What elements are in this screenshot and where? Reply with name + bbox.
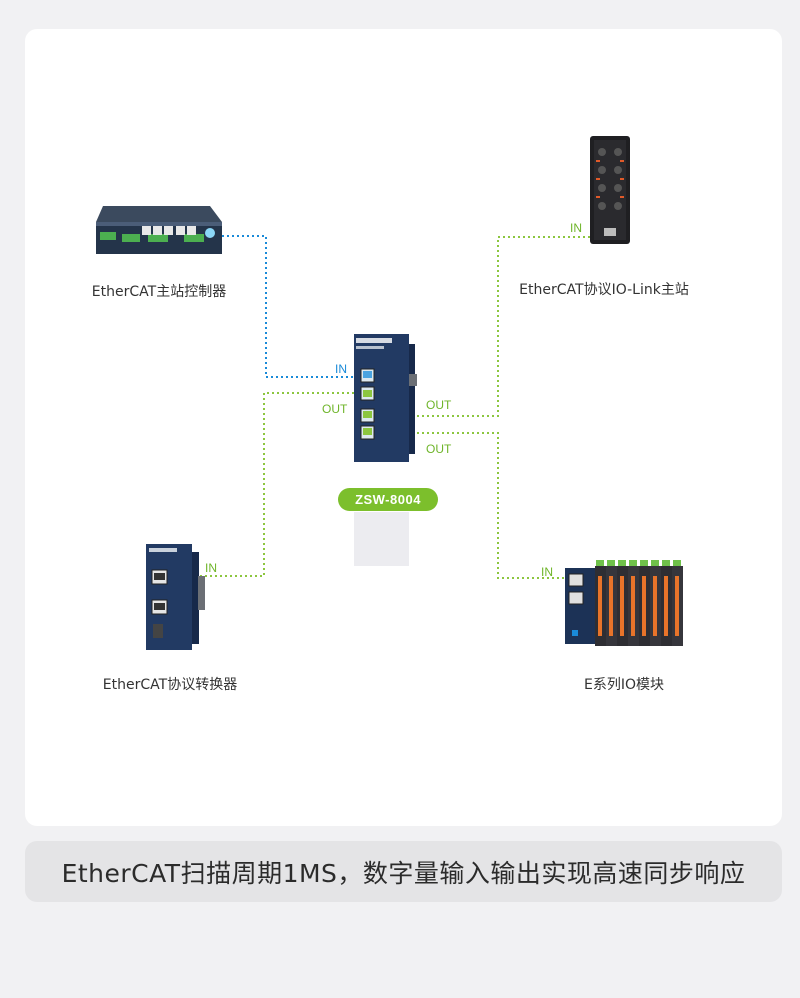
caption-bar: EtherCAT扫描周期1MS，数字量输入输出实现高速同步响应 (25, 841, 782, 902)
protocol-converter-device (146, 544, 205, 650)
iolink-in-port-label: IN (570, 221, 582, 235)
e-series-io-module-device (565, 560, 683, 646)
caption-text: EtherCAT扫描周期1MS，数字量输入输出实现高速同步响应 (61, 858, 746, 888)
switch-in-port-label: IN (335, 362, 347, 376)
master-controller-label: EtherCAT主站控制器 (91, 284, 227, 300)
switch-out-right1-port-label: OUT (426, 398, 452, 412)
link-master-to-switch (222, 235, 362, 378)
switch-model-badge: ZSW-8004 (338, 488, 438, 511)
link-switch-to-iomodule (372, 432, 568, 579)
switch-out-left-port-label: OUT (322, 402, 348, 416)
io-module-in-port-label: IN (541, 565, 553, 579)
converter-in-port-label: IN (205, 561, 217, 575)
switch-device (354, 334, 417, 566)
link-switch-to-converter (160, 392, 364, 577)
master-controller-device (96, 206, 222, 254)
protocol-converter-label: EtherCAT协议转换器 (102, 677, 238, 693)
iolink-master-label: EtherCAT协议IO-Link主站 (519, 282, 689, 298)
switch-out-right2-port-label: OUT (426, 442, 452, 456)
iolink-master-device (590, 136, 630, 244)
link-switch-to-iolink (372, 236, 592, 417)
io-module-label: E系列IO模块 (584, 677, 664, 693)
